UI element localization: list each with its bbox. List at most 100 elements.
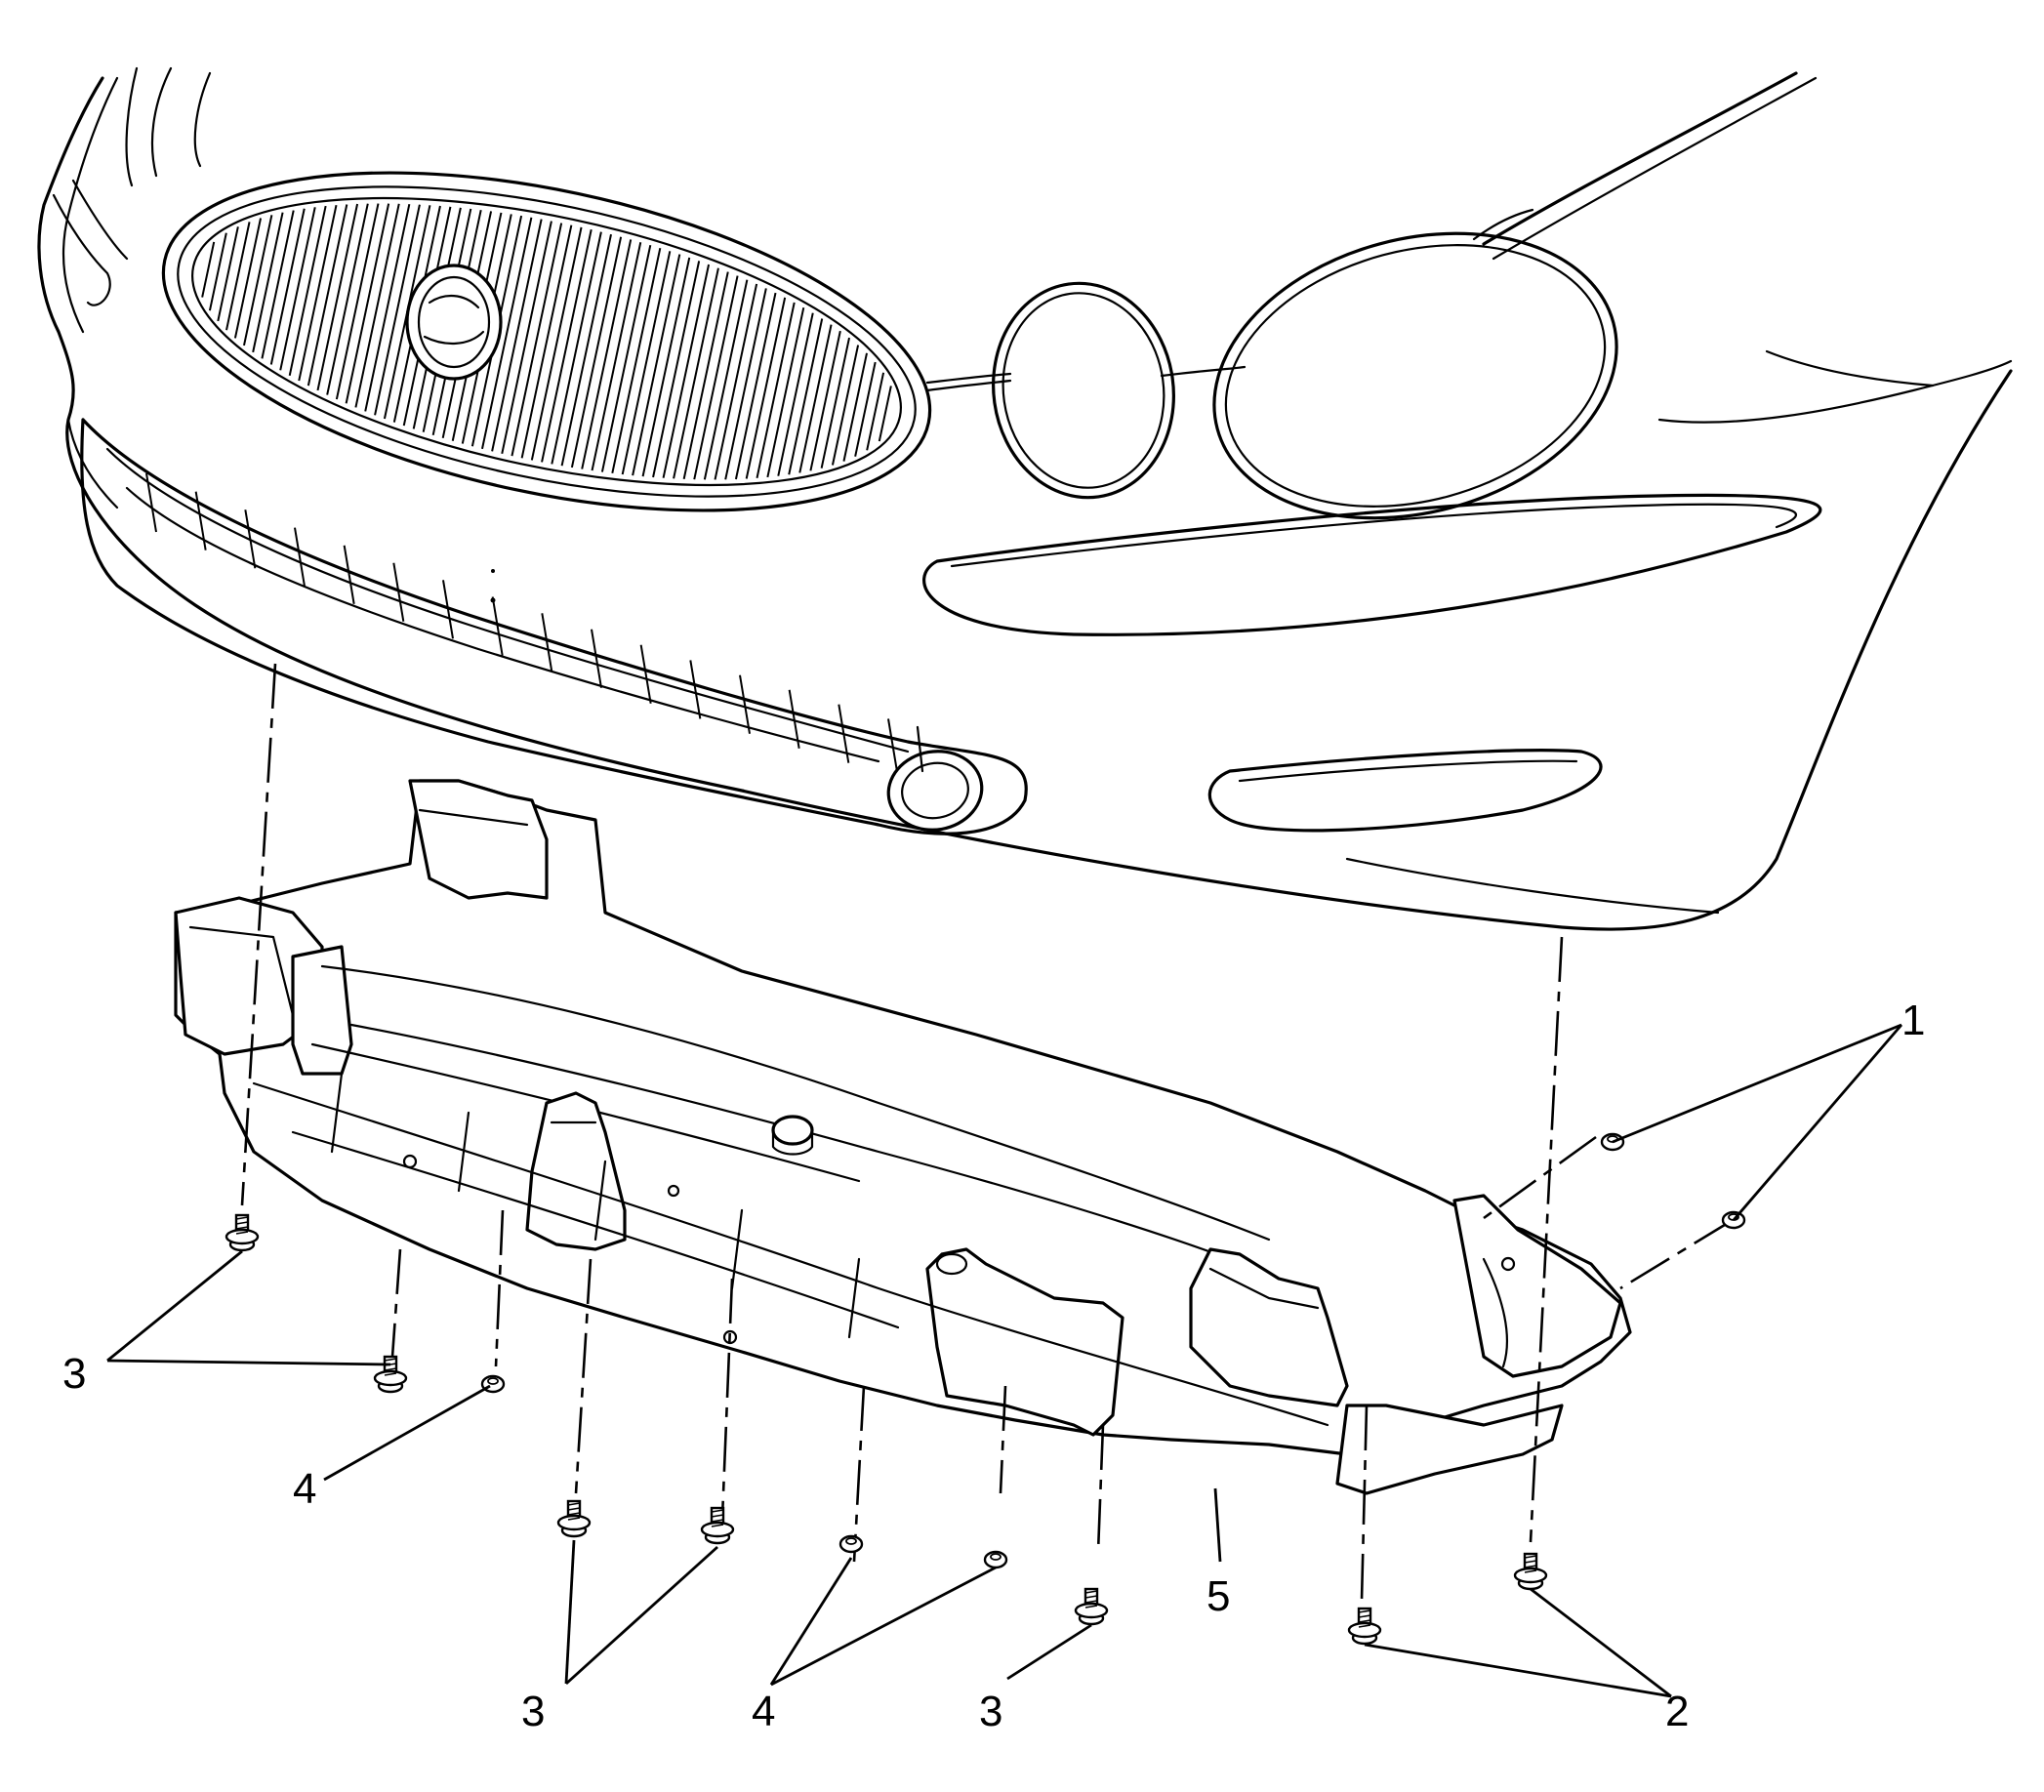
grille-bar bbox=[641, 257, 691, 477]
grille-bar bbox=[581, 239, 633, 469]
callout-3-right: 3 bbox=[979, 1688, 1002, 1735]
grille-bar bbox=[714, 283, 758, 480]
grille-bar bbox=[842, 352, 868, 462]
grille-bar bbox=[693, 275, 739, 480]
grille-bar bbox=[307, 204, 348, 387]
headlamps bbox=[925, 231, 1618, 520]
grille-bar bbox=[520, 224, 573, 459]
grille-bar bbox=[809, 330, 841, 471]
lower-bumper-details bbox=[80, 418, 1822, 835]
grille-bar bbox=[316, 203, 359, 391]
alignment-lines bbox=[240, 663, 1734, 1602]
screw-fastener bbox=[700, 1506, 735, 1545]
grille-bar bbox=[208, 232, 227, 311]
grille-bar bbox=[481, 217, 533, 450]
grille-bar bbox=[364, 203, 411, 412]
lower-grille-slat bbox=[244, 509, 257, 569]
callout-4-left: 4 bbox=[293, 1465, 316, 1513]
grille-bar bbox=[570, 236, 623, 468]
grille-bar bbox=[652, 261, 701, 478]
grille-bar bbox=[326, 203, 369, 395]
grille-bar bbox=[745, 297, 787, 479]
lower-grille-slat bbox=[145, 472, 157, 533]
grille-bar bbox=[866, 372, 885, 451]
grille-bar bbox=[243, 215, 273, 346]
grille-bar bbox=[279, 207, 316, 371]
grille-bar bbox=[354, 203, 400, 408]
lower-grille-slat bbox=[739, 674, 751, 734]
lower-grille-slat bbox=[591, 629, 602, 688]
grille-bar bbox=[491, 219, 543, 452]
front-air-deflector-shield bbox=[174, 779, 1632, 1495]
lower-grille-slat bbox=[788, 689, 800, 749]
lower-grille-slat bbox=[294, 527, 306, 587]
push-clip-fastener bbox=[838, 1534, 864, 1554]
grille-bar bbox=[766, 306, 805, 478]
lower-grille-slat bbox=[541, 613, 553, 672]
grille-bar bbox=[201, 241, 216, 298]
callout-3-left: 3 bbox=[62, 1350, 86, 1398]
grille-bar bbox=[261, 210, 295, 359]
grille-bar bbox=[662, 264, 711, 478]
grille-bar bbox=[703, 279, 749, 480]
grille-bar bbox=[288, 205, 327, 377]
grille-bar bbox=[591, 242, 642, 471]
grille-bar bbox=[541, 228, 593, 463]
screw-fastener bbox=[1347, 1607, 1382, 1646]
lower-grille-slat bbox=[343, 545, 355, 605]
round-lamp-left bbox=[992, 281, 1175, 500]
upper-grille bbox=[161, 171, 932, 512]
grille-bar bbox=[501, 221, 552, 455]
grille-bar bbox=[878, 386, 892, 442]
round-lamp-right bbox=[1212, 231, 1618, 520]
lower-grille-slat bbox=[442, 580, 454, 639]
grille-bar bbox=[820, 337, 850, 468]
lower-grille-slat bbox=[689, 660, 702, 719]
grille-bar bbox=[511, 223, 563, 457]
front-bumper-fascia bbox=[37, 66, 2013, 931]
grille-bar bbox=[756, 302, 796, 479]
lower-grille-slats bbox=[145, 472, 899, 778]
grille-bar bbox=[298, 204, 338, 382]
grille-bar bbox=[335, 203, 380, 400]
lower-grille-slat bbox=[491, 596, 504, 656]
grille-bar bbox=[551, 231, 602, 465]
callout-1: 1 bbox=[1901, 997, 1925, 1044]
bumper-slot-upper bbox=[922, 493, 1822, 636]
grille-bar bbox=[217, 226, 239, 322]
grille-bar bbox=[682, 271, 729, 480]
leader-lines bbox=[106, 1023, 1903, 1698]
grille-bar bbox=[600, 244, 652, 472]
grille-bar bbox=[374, 204, 421, 416]
grille-emblem bbox=[405, 264, 503, 381]
grille-bar bbox=[345, 203, 390, 404]
grille-bar bbox=[530, 226, 583, 461]
screw-fastener bbox=[556, 1499, 592, 1538]
lower-grille-slat bbox=[392, 562, 405, 622]
callout-4-center: 4 bbox=[752, 1688, 775, 1735]
callout-2: 2 bbox=[1665, 1688, 1689, 1735]
grille-bar bbox=[831, 345, 860, 466]
grille-bar bbox=[225, 222, 251, 331]
screw-fastener bbox=[1513, 1552, 1548, 1591]
callout-5: 5 bbox=[1206, 1572, 1230, 1620]
push-clip-fastener bbox=[983, 1550, 1008, 1569]
grille-bar bbox=[621, 251, 672, 475]
grille-bar bbox=[724, 288, 767, 480]
screw-fastener bbox=[225, 1213, 260, 1252]
lower-grille-slat bbox=[639, 644, 652, 704]
screw-fastener bbox=[1074, 1587, 1109, 1626]
callout-3-center: 3 bbox=[521, 1688, 545, 1735]
grille-bar bbox=[798, 324, 833, 473]
grille-bar bbox=[673, 267, 719, 479]
grille-bar bbox=[854, 361, 877, 457]
grille-bar bbox=[269, 208, 306, 365]
grille-bar bbox=[777, 312, 814, 476]
callout-labels: 1 2 3 3 3 4 4 5 bbox=[62, 997, 1925, 1735]
screw-fastener bbox=[373, 1355, 408, 1394]
grille-bar bbox=[734, 292, 777, 480]
grille-bar bbox=[233, 218, 263, 339]
bumper-slot-lower bbox=[1207, 749, 1603, 833]
grille-bar bbox=[252, 212, 284, 353]
